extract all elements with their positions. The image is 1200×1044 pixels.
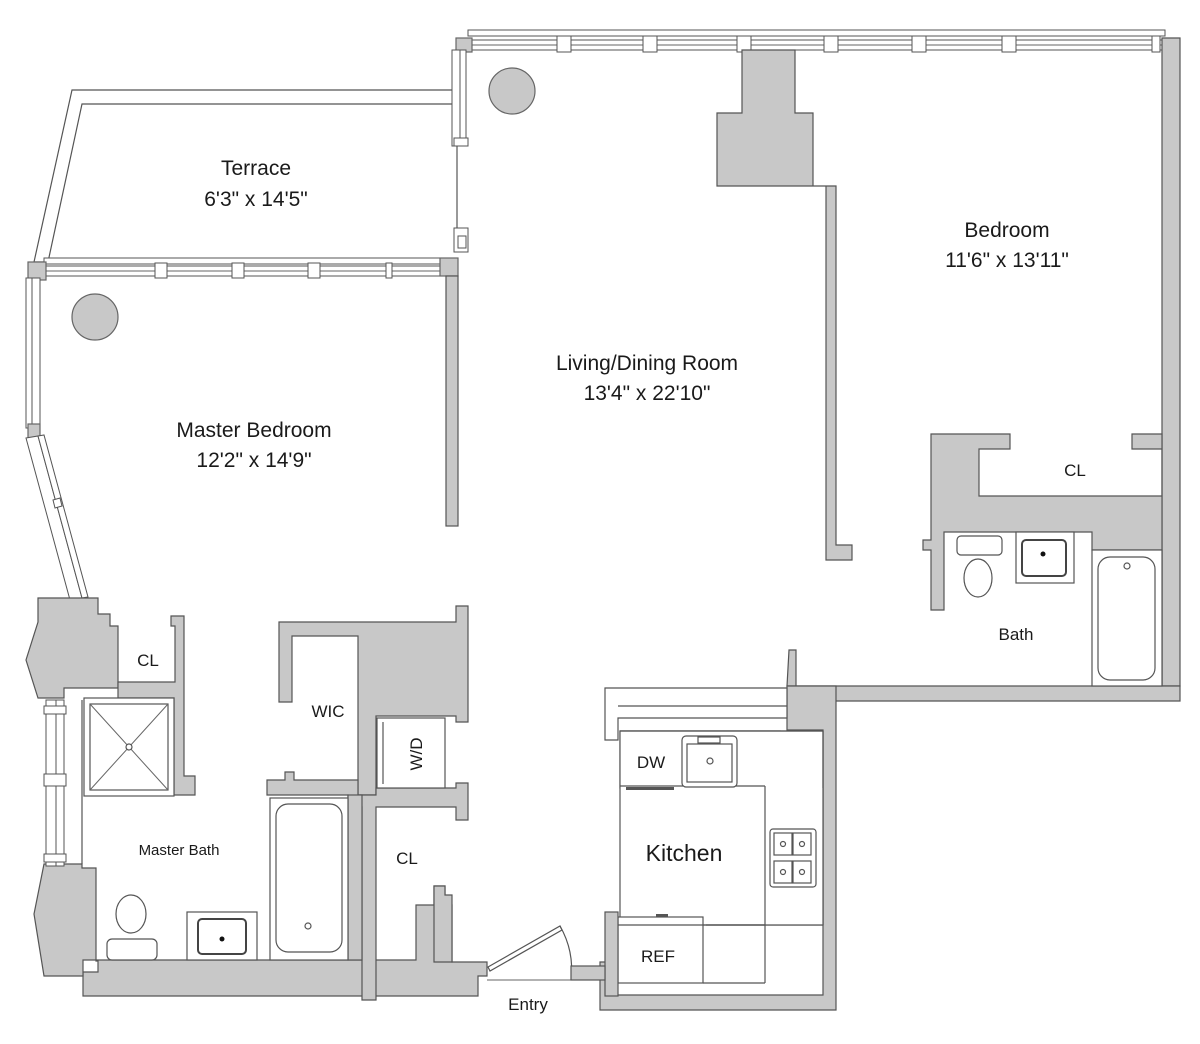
master-north-window [27, 257, 459, 281]
east-exterior-wall [1161, 37, 1181, 687]
wic-label: WIC [311, 702, 344, 721]
bath-label: Bath [999, 625, 1034, 644]
washer-dryer-unit [376, 717, 446, 789]
kitchen-fixtures [604, 730, 824, 997]
master-bath-fixtures [83, 697, 349, 961]
column-master [71, 293, 119, 341]
master-bedroom-label: Master Bedroom [176, 419, 331, 442]
terrace-label: Terrace [221, 157, 291, 180]
living-dining-size: 13'4" x 22'10" [584, 382, 711, 405]
master-bath-label: Master Bath [139, 842, 220, 859]
hall-closet-label: CL [396, 849, 418, 868]
entry-west-wall [433, 885, 453, 963]
bedroom-closet-label: CL [1064, 461, 1086, 480]
washer-dryer-label: W/D [407, 737, 426, 770]
kitchen-label: Kitchen [646, 840, 723, 866]
master-closet-label: CL [137, 651, 159, 670]
bedroom-size: 11'6" x 13'11" [945, 249, 1069, 272]
living-bedroom-wall [716, 49, 853, 561]
dishwasher-label: DW [637, 753, 665, 772]
entry-door[interactable] [487, 925, 606, 981]
master-living-wall [445, 275, 459, 527]
terrace-size: 6'3" x 14'5" [204, 188, 308, 211]
living-west-window [451, 49, 469, 253]
master-bedroom-size: 12'2" x 14'9" [196, 449, 311, 472]
bedroom-label: Bedroom [964, 219, 1049, 242]
living-dining-label: Living/Dining Room [556, 352, 738, 375]
refrigerator-label: REF [641, 947, 675, 966]
master-bath-window [43, 699, 83, 867]
master-bath-sw-wall [33, 863, 97, 977]
entry-label: Entry [508, 995, 548, 1014]
tub-divider-wall [347, 794, 363, 961]
column-living [488, 67, 536, 115]
wic-wall [278, 605, 469, 796]
bath-fixtures [956, 531, 1163, 687]
kitchen-north-counter [604, 687, 788, 741]
master-bath-west-wall [25, 597, 119, 699]
top-window-wall [455, 29, 1166, 53]
